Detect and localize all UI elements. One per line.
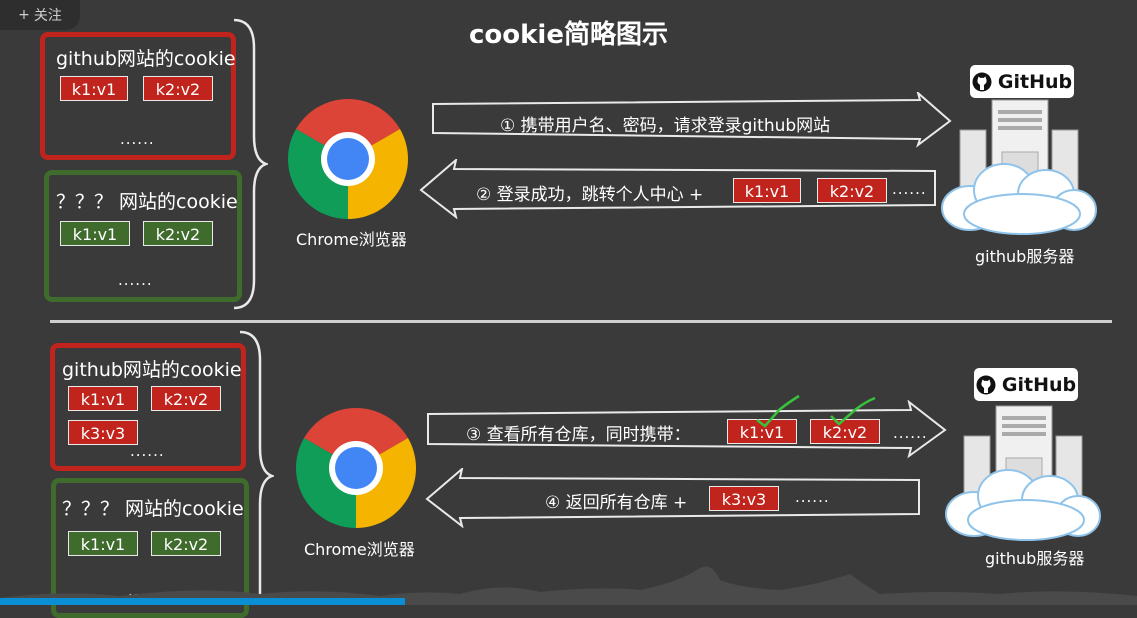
bottom-unknown-chip-k2: k2:v2 bbox=[151, 531, 221, 556]
checkmark-icon bbox=[756, 394, 876, 428]
github-cat-icon bbox=[972, 72, 992, 91]
github-logo: GitHub bbox=[970, 65, 1074, 98]
bottom-github-cookie-box bbox=[50, 343, 246, 471]
bottom-response-arrow bbox=[425, 468, 920, 528]
bottom-github-chip-k1: k1:v1 bbox=[68, 386, 138, 411]
bottom-github-chip-k2: k2:v2 bbox=[151, 386, 221, 411]
top-unknown-box-title: ？？？ 网站的cookie bbox=[56, 191, 238, 213]
bottom-request-text: ③ 查看所有仓库，同时携带： bbox=[466, 425, 691, 445]
follow-label: 关注 bbox=[33, 8, 62, 24]
top-server-label: github服务器 bbox=[975, 247, 1075, 266]
bottom-response-more: ...... bbox=[795, 488, 830, 506]
bottom-github-box-title: github网站的cookie bbox=[62, 359, 242, 381]
top-response-text: ② 登录成功，跳转个人中心 + bbox=[476, 185, 704, 205]
server-cloud-icon bbox=[941, 99, 1097, 235]
bottom-unknown-box-title: ？？？ 网站的cookie bbox=[62, 498, 244, 520]
top-unknown-chip-k1: k1:v1 bbox=[60, 221, 130, 246]
bottom-browser-label: Chrome浏览器 bbox=[304, 540, 415, 559]
audio-waveform bbox=[0, 566, 1137, 605]
github-logo: GitHub bbox=[974, 368, 1078, 401]
follow-button[interactable]: + 关注 bbox=[0, 0, 80, 30]
bottom-server-label: github服务器 bbox=[985, 549, 1085, 568]
top-response-arrow bbox=[419, 159, 936, 219]
bottom-github-more: ...... bbox=[130, 442, 165, 460]
bottom-request-chip-k2: k2:v2 bbox=[810, 419, 880, 444]
github-logo-text: GitHub bbox=[997, 70, 1073, 93]
bottom-github-chip-k3: k3:v3 bbox=[68, 420, 138, 445]
github-logo-text: GitHub bbox=[1001, 373, 1077, 396]
top-request-text: ① 携带用户名、密码，请求登录github网站 bbox=[500, 116, 831, 136]
top-response-more: ...... bbox=[892, 180, 927, 198]
bottom-brace bbox=[239, 330, 274, 605]
top-github-cookie-box bbox=[40, 32, 236, 160]
top-github-box-title: github网站的cookie bbox=[56, 48, 236, 70]
top-github-chip-k2: k2:v2 bbox=[143, 76, 213, 101]
top-brace bbox=[233, 18, 268, 310]
top-browser-label: Chrome浏览器 bbox=[296, 230, 407, 249]
bottom-request-more: ...... bbox=[893, 424, 928, 442]
section-divider bbox=[50, 320, 1112, 323]
top-response-chip-k1: k1:v1 bbox=[733, 178, 801, 203]
playback-progress-bar[interactable] bbox=[0, 598, 405, 605]
top-github-chip-k1: k1:v1 bbox=[60, 76, 128, 101]
server-cloud-icon bbox=[945, 405, 1101, 541]
github-cat-icon bbox=[976, 375, 996, 394]
chrome-icon bbox=[296, 408, 416, 528]
top-request-arrow bbox=[432, 92, 952, 148]
top-unknown-more: ...... bbox=[118, 271, 153, 289]
top-response-chip-k2: k2:v2 bbox=[817, 178, 887, 203]
top-github-more: ...... bbox=[120, 130, 155, 148]
top-unknown-chip-k2: k2:v2 bbox=[143, 221, 213, 246]
bottom-response-chip-k3: k3:v3 bbox=[709, 486, 779, 511]
chrome-icon bbox=[288, 99, 408, 219]
plus-icon: + bbox=[18, 7, 30, 23]
page-title: cookie简略图示 bbox=[469, 20, 668, 50]
top-unknown-cookie-box bbox=[44, 170, 242, 302]
bottom-response-text: ④ 返回所有仓库 + bbox=[545, 493, 688, 513]
bottom-unknown-chip-k1: k1:v1 bbox=[68, 531, 138, 556]
